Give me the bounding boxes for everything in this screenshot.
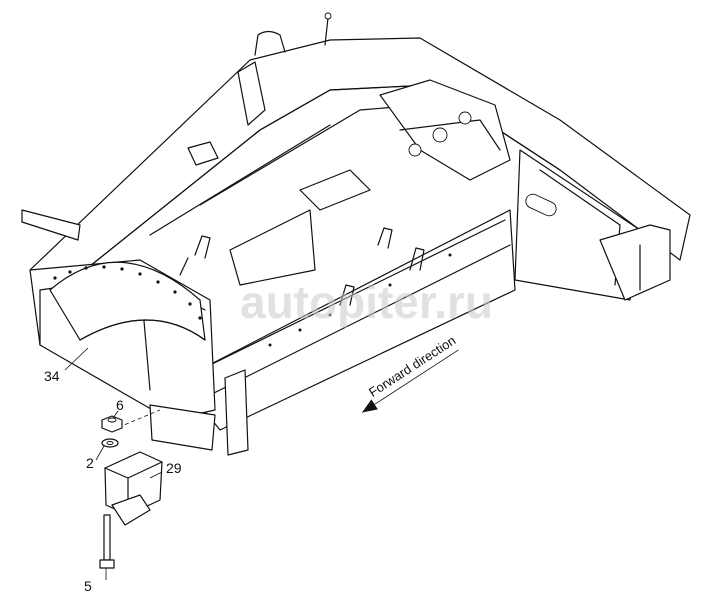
callout-5: 5 bbox=[84, 578, 92, 594]
callout-29: 29 bbox=[166, 460, 182, 476]
washer-part bbox=[101, 438, 119, 448]
main-frame bbox=[21, 12, 691, 456]
watermark: autopiter.ru bbox=[240, 276, 493, 328]
callout-34: 34 bbox=[44, 368, 60, 384]
exploded-parts bbox=[99, 409, 163, 569]
block-part bbox=[104, 451, 163, 526]
callout-leaders bbox=[64, 347, 163, 580]
nut-part bbox=[101, 415, 123, 433]
callout-6: 6 bbox=[116, 397, 124, 413]
bolt-part bbox=[99, 514, 115, 569]
callout-2: 2 bbox=[86, 455, 94, 471]
